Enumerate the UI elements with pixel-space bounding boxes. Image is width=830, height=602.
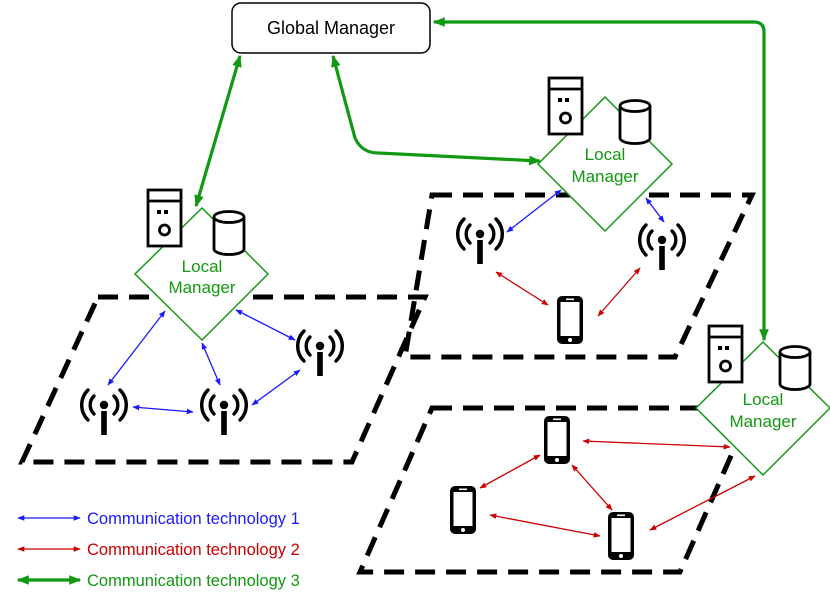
local-manager-label-line1: Local [585,145,626,164]
legend-item-tech1: Communication technology 1 [17,510,300,528]
legend-label: Communication technology 3 [87,572,300,590]
server-icon [707,324,744,384]
database-icon [618,99,652,145]
database-icon [212,210,246,256]
smartphone-icon [450,486,476,534]
local-manager-label-line2: Manager [168,278,235,297]
local-manager-label-line2: Manager [571,167,638,186]
region-top-right [402,192,756,360]
antenna-icon [79,388,129,437]
antenna-icon [199,388,249,437]
region-left [18,294,429,465]
smartphone-icon [608,512,634,560]
local-manager-label-line2: Manager [729,412,796,431]
local-manager-label-line1: Local [743,390,784,409]
global-manager-label: Global Manager [267,18,395,38]
database-icon [778,345,812,391]
local-manager-bottom-right: Local Manager [694,324,830,477]
region-bottom-right [356,405,756,575]
legend-item-tech2: Communication technology 2 [17,541,300,559]
antenna-icon [637,223,687,272]
server-icon [146,188,183,248]
local-manager-label-line1: Local [182,257,223,276]
smartphone-icon [544,416,570,464]
legend-item-tech3: Communication technology 3 [16,572,300,590]
legend-label: Communication technology 1 [87,510,300,528]
global-manager-box: Global Manager [231,2,431,54]
tech3-links [194,17,769,342]
antenna-icon [295,329,345,378]
legend-label: Communication technology 2 [87,541,300,559]
local-manager-top-right: Local Manager [536,76,674,233]
antenna-icon [455,217,505,266]
server-icon [547,76,584,136]
smartphone-icon [557,296,583,344]
local-manager-left: Local Manager [133,188,270,342]
legend: Communication technology 1 Communication… [16,510,300,590]
